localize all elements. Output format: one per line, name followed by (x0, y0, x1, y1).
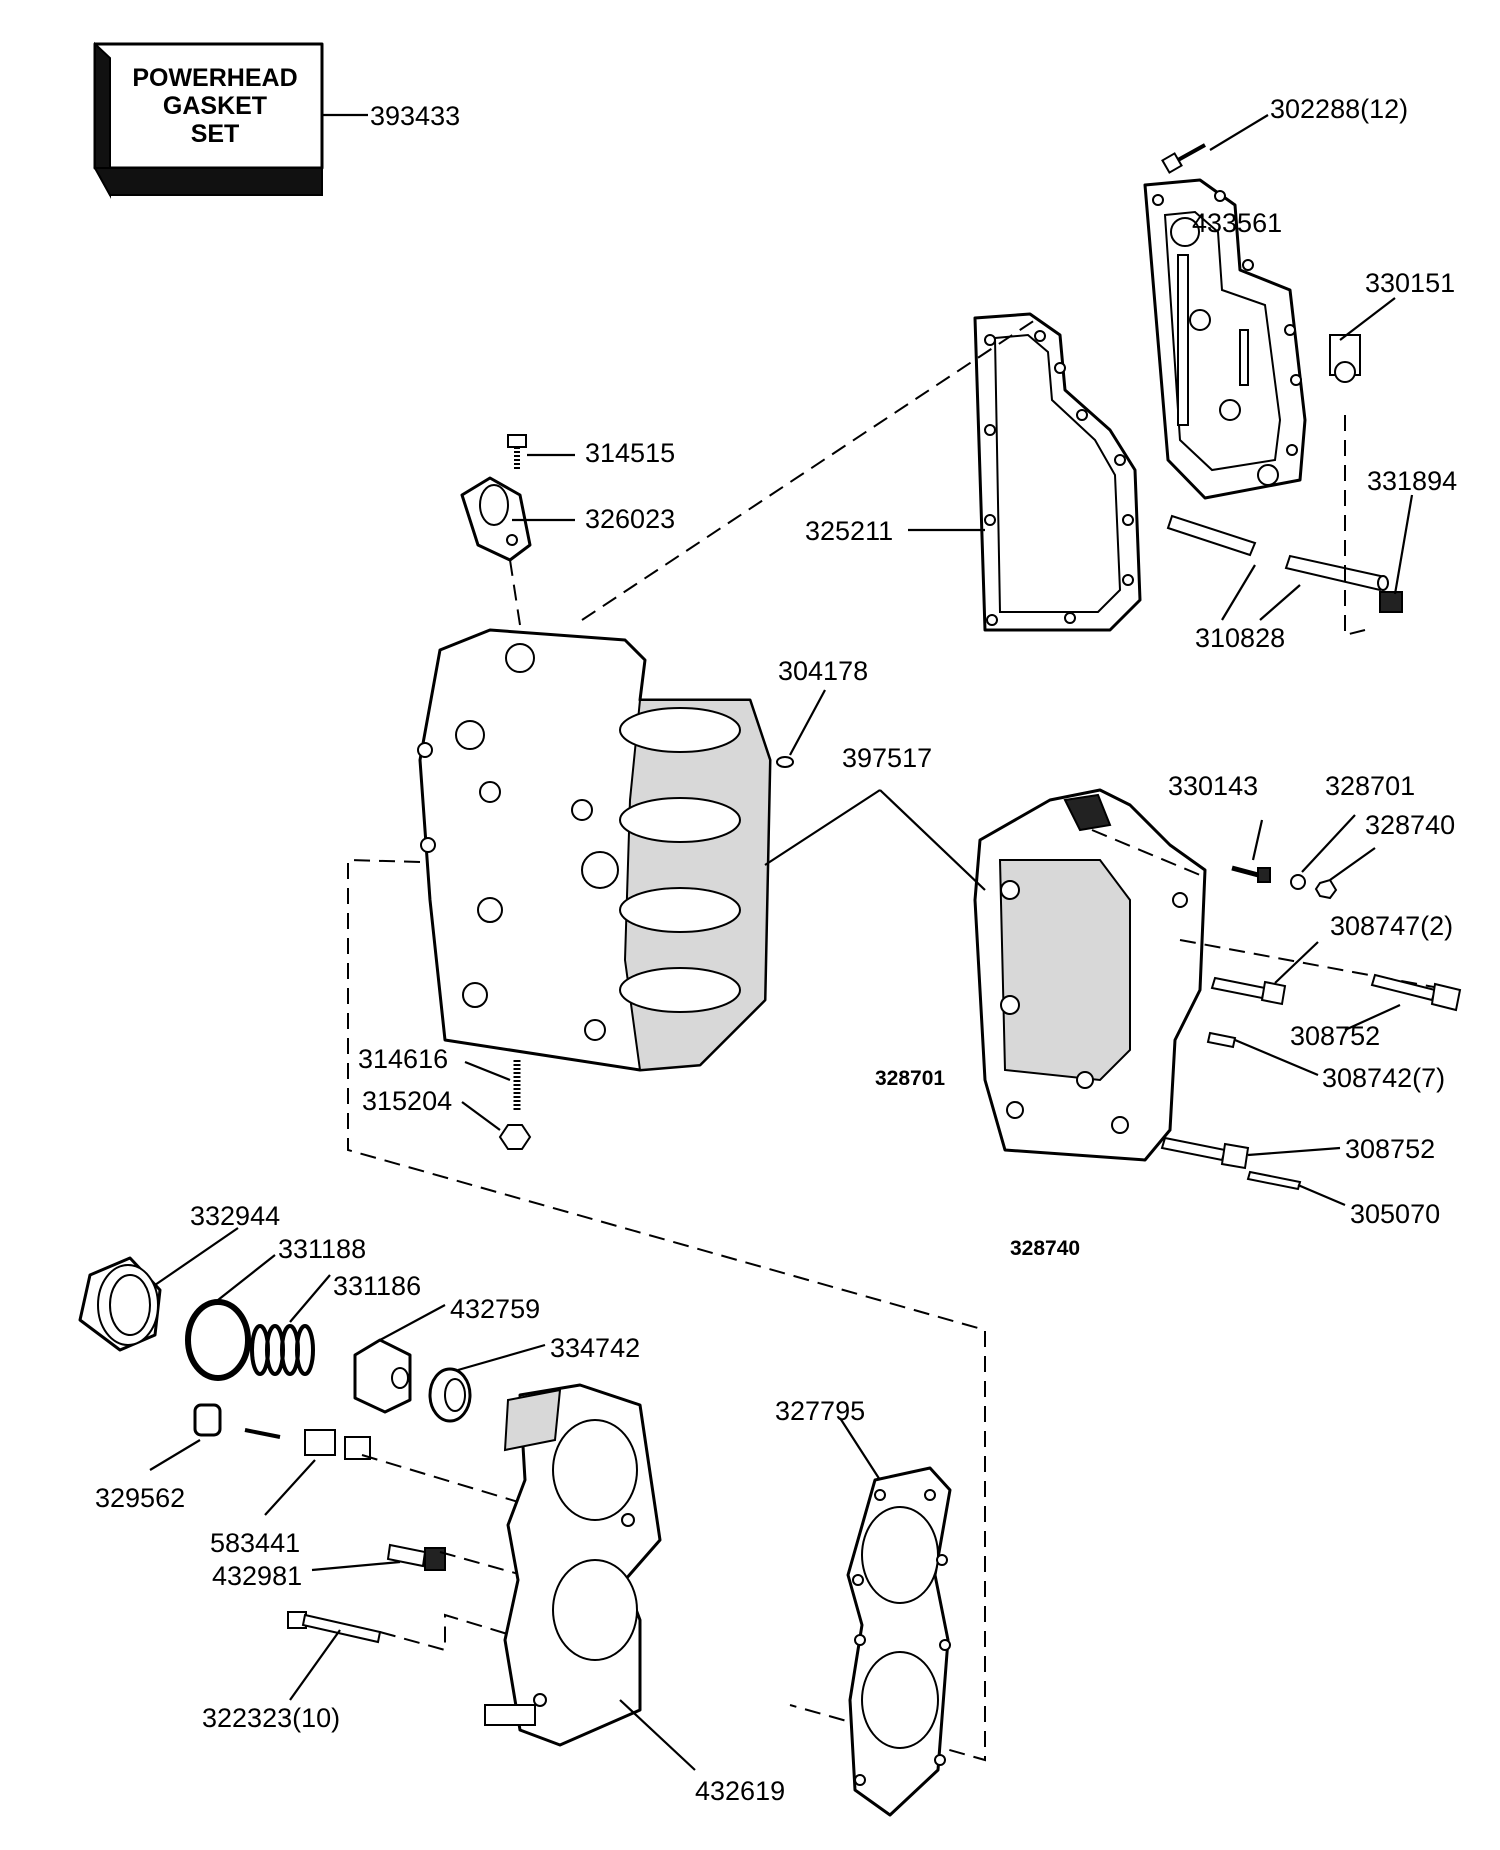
bolt-322323 (287, 1611, 382, 1644)
fitting-331894 (1379, 591, 1403, 613)
label-302288: 302288(12) (1270, 94, 1408, 124)
label-329562: 329562 (95, 1483, 185, 1513)
crankcase-half (973, 788, 1207, 1162)
label-330151: 330151 (1365, 268, 1455, 298)
label-315204: 315204 (362, 1086, 452, 1116)
washer-328701 (1290, 874, 1306, 890)
tube-310828 (1166, 514, 1389, 592)
label-314515: 314515 (585, 438, 675, 468)
label-328740-upper: 328740 (1365, 810, 1455, 840)
label-308752-lower: 308752 (1345, 1134, 1435, 1164)
cover-gasket-325211 (973, 312, 1142, 632)
bolt-308752-lower (1160, 1136, 1250, 1170)
label-331188: 331188 (278, 1234, 366, 1264)
label-304178: 304178 (778, 656, 868, 686)
label-331186: 331186 (333, 1271, 421, 1301)
label-326023: 326023 (585, 504, 675, 534)
nut-328740 (1314, 878, 1338, 900)
label-325211: 325211 (805, 516, 893, 546)
label-334742: 334742 (550, 1333, 640, 1363)
valve-583441 (244, 1428, 371, 1460)
valve-329562 (193, 1403, 222, 1437)
label-308747: 308747(2) (1330, 911, 1453, 941)
pin-305070 (1246, 1170, 1302, 1191)
gasket-set-box: POWERHEAD GASKET SET (93, 41, 368, 199)
label-328740-lower: 328740 (1010, 1237, 1080, 1260)
label-327795: 327795 (775, 1396, 865, 1426)
label-308742: 308742(7) (1322, 1063, 1445, 1093)
label-330143: 330143 (1168, 771, 1258, 801)
label-308752-upper: 308752 (1290, 1021, 1380, 1051)
bolt-308747 (1210, 976, 1287, 1006)
thermostat-432759 (353, 1338, 412, 1414)
label-328701-upper: 328701 (1325, 771, 1415, 801)
nut-315204 (498, 1124, 532, 1150)
label-310828: 310828 (1195, 623, 1285, 653)
screw-302288 (1161, 143, 1206, 174)
label-322323: 322323(10) (202, 1703, 340, 1733)
grommet-334742 (428, 1367, 472, 1423)
exhaust-cover-433561 (1143, 178, 1307, 500)
spring-331186 (250, 1324, 315, 1376)
screw-330143 (1231, 865, 1271, 883)
crankcase-block (417, 628, 772, 1072)
sensor-432981 (386, 1543, 446, 1571)
bolt-308742 (1206, 1031, 1237, 1049)
cylinder-head-432619 (484, 1383, 662, 1747)
label-432759: 432759 (450, 1294, 540, 1324)
head-gasket-327795 (846, 1466, 952, 1817)
label-432619: 432619 (695, 1776, 785, 1806)
label-432981: 432981 (212, 1561, 302, 1591)
bolt-308752-upper (1370, 973, 1462, 1012)
label-314616: 314616 (358, 1044, 448, 1074)
label-332944: 332944 (190, 1201, 280, 1231)
label-397517: 397517 (842, 743, 932, 773)
gasket-set-line2: GASKET (163, 92, 267, 120)
pin-304178 (776, 756, 794, 768)
label-305070: 305070 (1350, 1199, 1440, 1229)
label-583441: 583441 (210, 1528, 300, 1558)
label-328701-lower: 328701 (875, 1067, 945, 1090)
gasket-set-line1: POWERHEAD (132, 64, 297, 92)
bolt-314515 (507, 434, 527, 470)
lifting-eye-326023 (460, 476, 532, 562)
label-393433: 393433 (370, 101, 460, 131)
gasket-set-line3: SET (191, 120, 240, 148)
cover-332944 (78, 1256, 162, 1352)
label-331894: 331894 (1367, 466, 1457, 496)
clip-330151 (1329, 334, 1361, 383)
oring-331188 (185, 1299, 251, 1381)
label-433561: 433561 (1192, 208, 1282, 238)
